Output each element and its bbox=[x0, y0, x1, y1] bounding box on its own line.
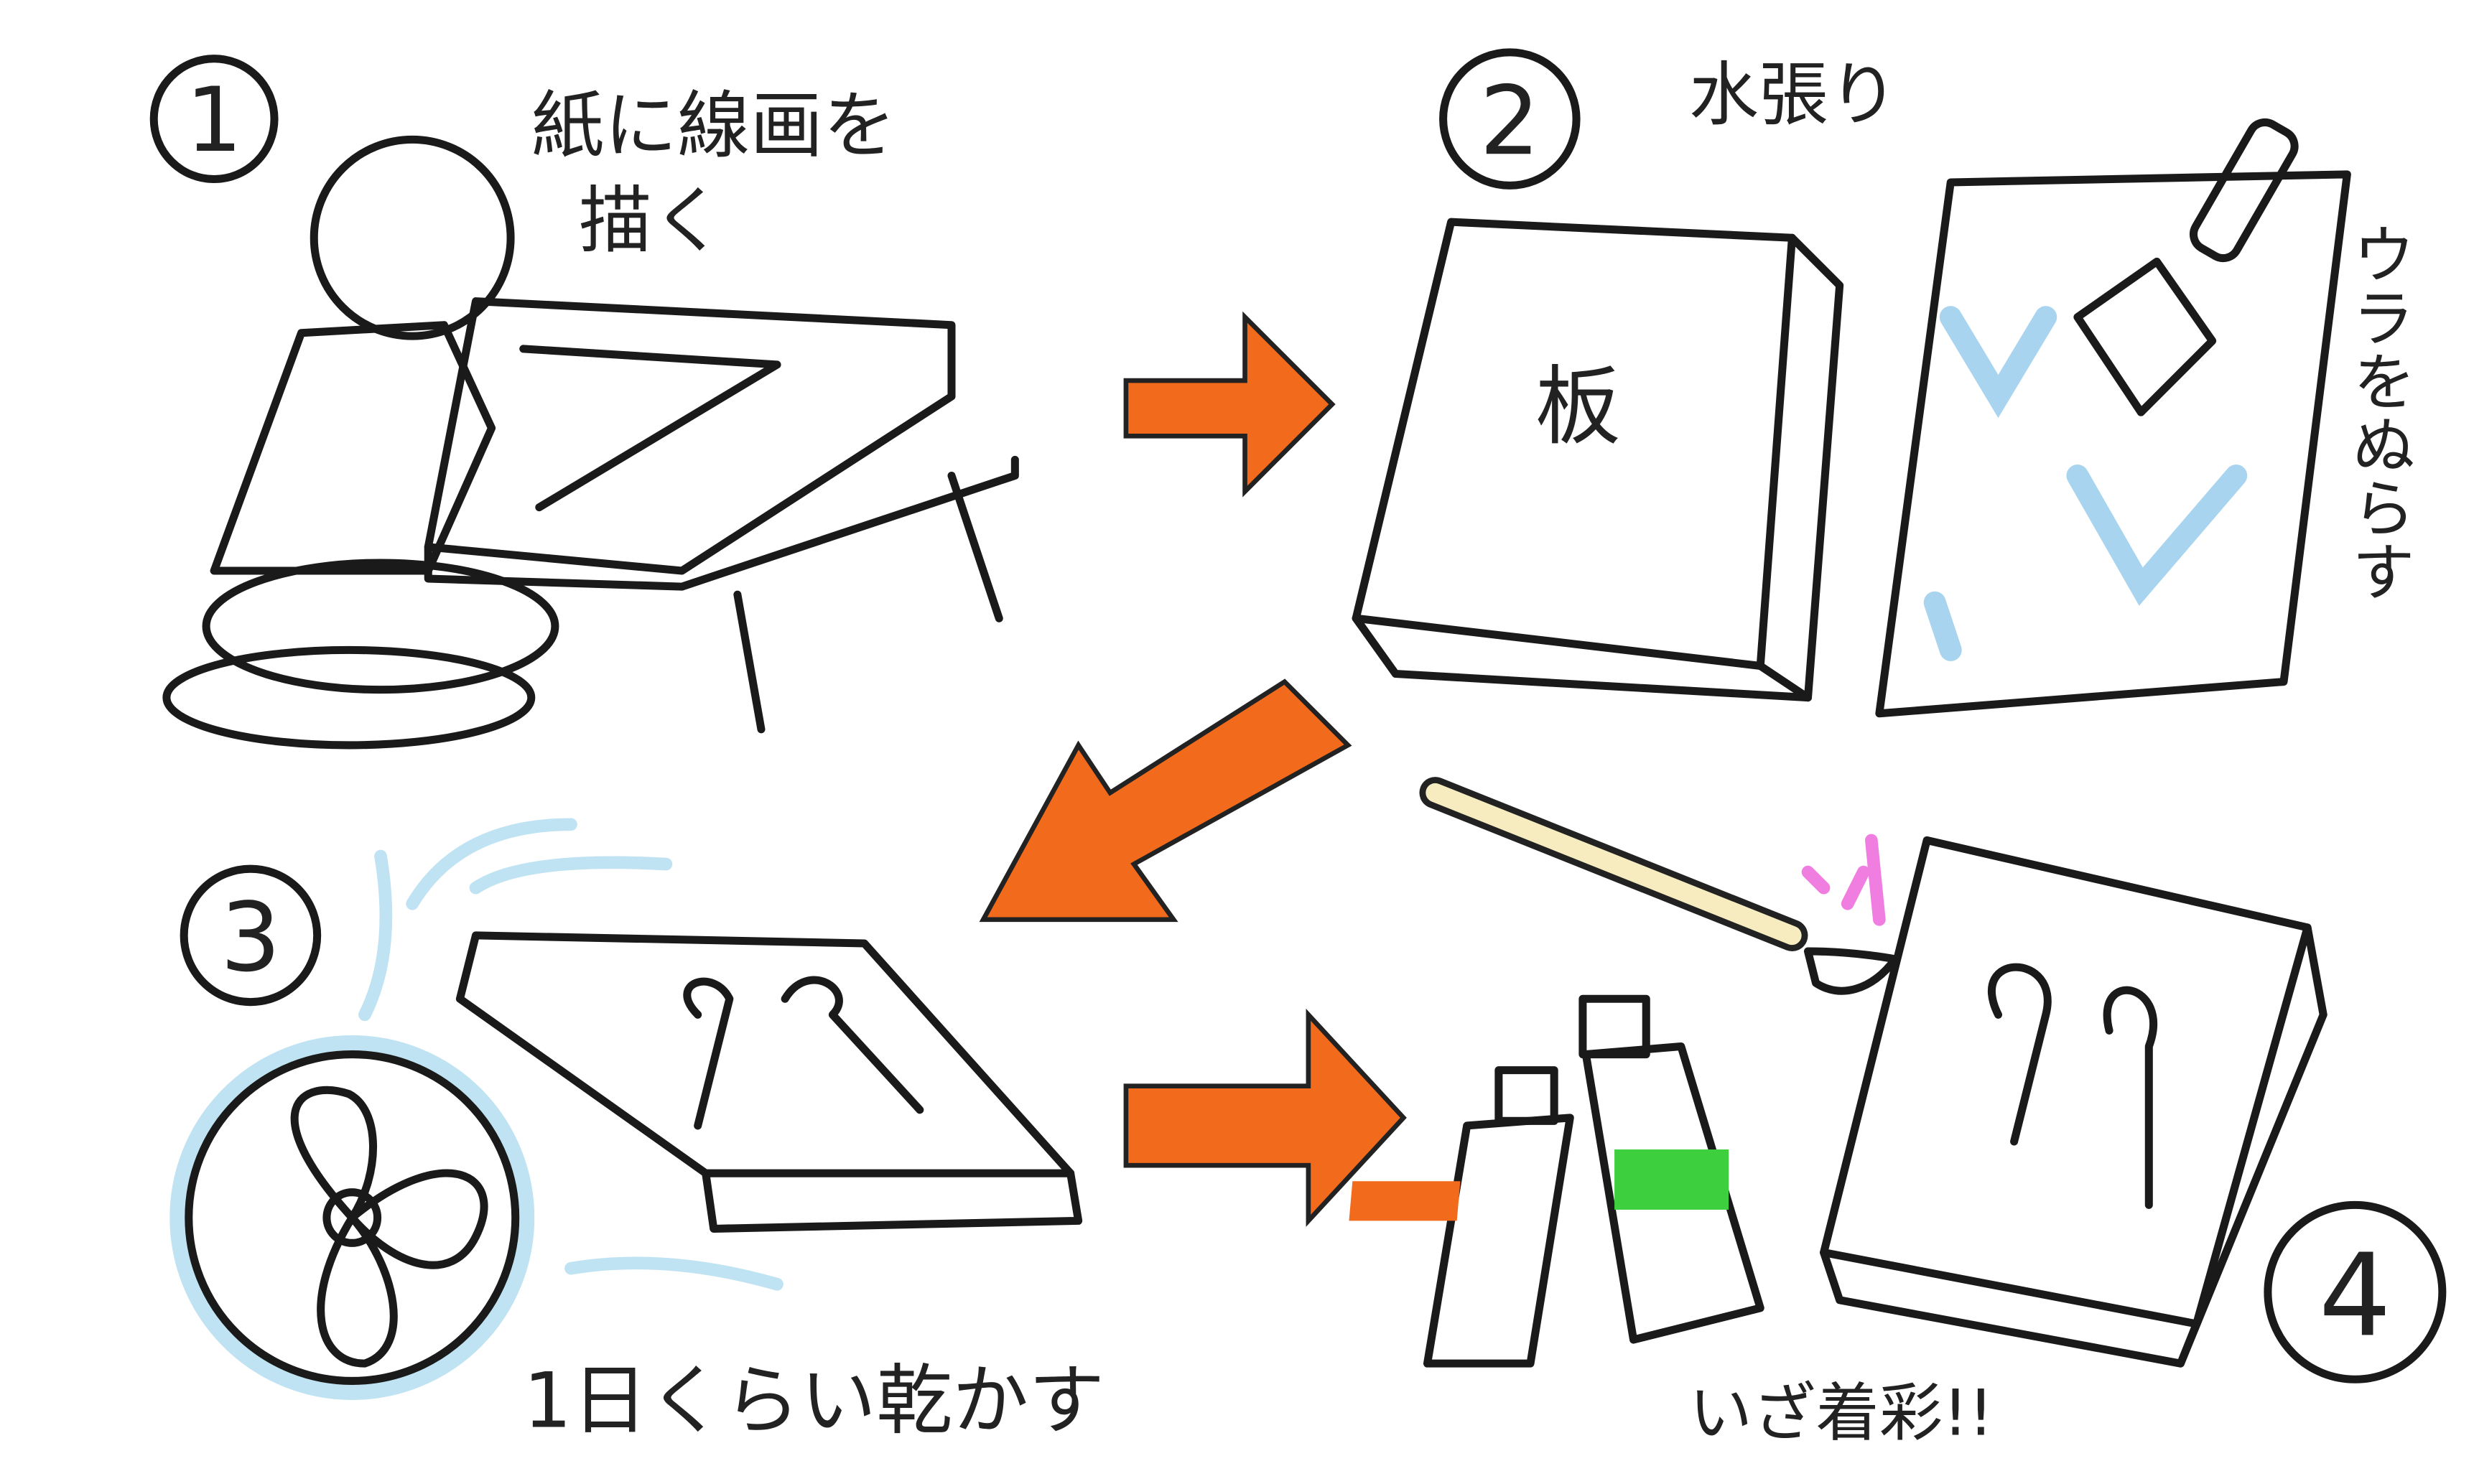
wooden-board-illustration: 板 bbox=[1352, 218, 1844, 702]
shirt bbox=[210, 321, 496, 575]
arrow-3-to-4 bbox=[1123, 1008, 1407, 1227]
painted-board-illustration bbox=[1820, 836, 2327, 1368]
paintbrush-icon bbox=[2073, 118, 2299, 416]
fan-icon bbox=[169, 1035, 535, 1400]
step-number: 3 bbox=[220, 883, 281, 994]
step-number: 4 bbox=[2319, 1229, 2391, 1362]
wind-lines bbox=[358, 818, 783, 1291]
step-number-circle bbox=[180, 864, 322, 1007]
step-number: 2 bbox=[1479, 66, 1540, 177]
drawing-desk bbox=[424, 297, 956, 575]
arrow-2-to-3 bbox=[979, 678, 1352, 923]
wet-paper-illustration bbox=[1875, 118, 2351, 718]
step-number: 1 bbox=[186, 69, 243, 172]
step-1-caption-line2: 描く bbox=[579, 178, 725, 263]
head bbox=[310, 135, 515, 340]
step-2: 2 水張り 板 ウラをぬらす bbox=[1352, 48, 2416, 718]
step-1: 1 紙に線画を 描く bbox=[149, 55, 1019, 750]
arrow-1-to-2 bbox=[1123, 311, 1336, 498]
step-1-caption-line1: 紙に線画を bbox=[531, 83, 896, 168]
step-number-circle bbox=[2264, 1200, 2447, 1383]
person-drawing-illustration bbox=[162, 135, 1019, 750]
step-2-caption: 水張り bbox=[1689, 55, 1898, 136]
step-3: 3 1日くらい乾かす bbox=[169, 818, 1105, 1445]
step-3-caption: 1日くらい乾かす bbox=[524, 1357, 1105, 1445]
mounted-board-illustration bbox=[455, 931, 1083, 1233]
paint-tube-orange bbox=[1349, 1066, 1574, 1368]
step-4-caption: いざ着彩!! bbox=[1689, 1376, 1994, 1450]
step-number-circle bbox=[149, 55, 279, 184]
long-paintbrush-icon bbox=[1419, 777, 1899, 995]
step-number-circle bbox=[1439, 48, 1581, 190]
side-note-vertical: ウラをぬらす bbox=[2342, 222, 2416, 602]
paint-tube-green bbox=[1578, 994, 1764, 1344]
board-label: 板 bbox=[1535, 357, 1621, 457]
step-4: 4 いざ着彩!! bbox=[1349, 777, 2447, 1450]
